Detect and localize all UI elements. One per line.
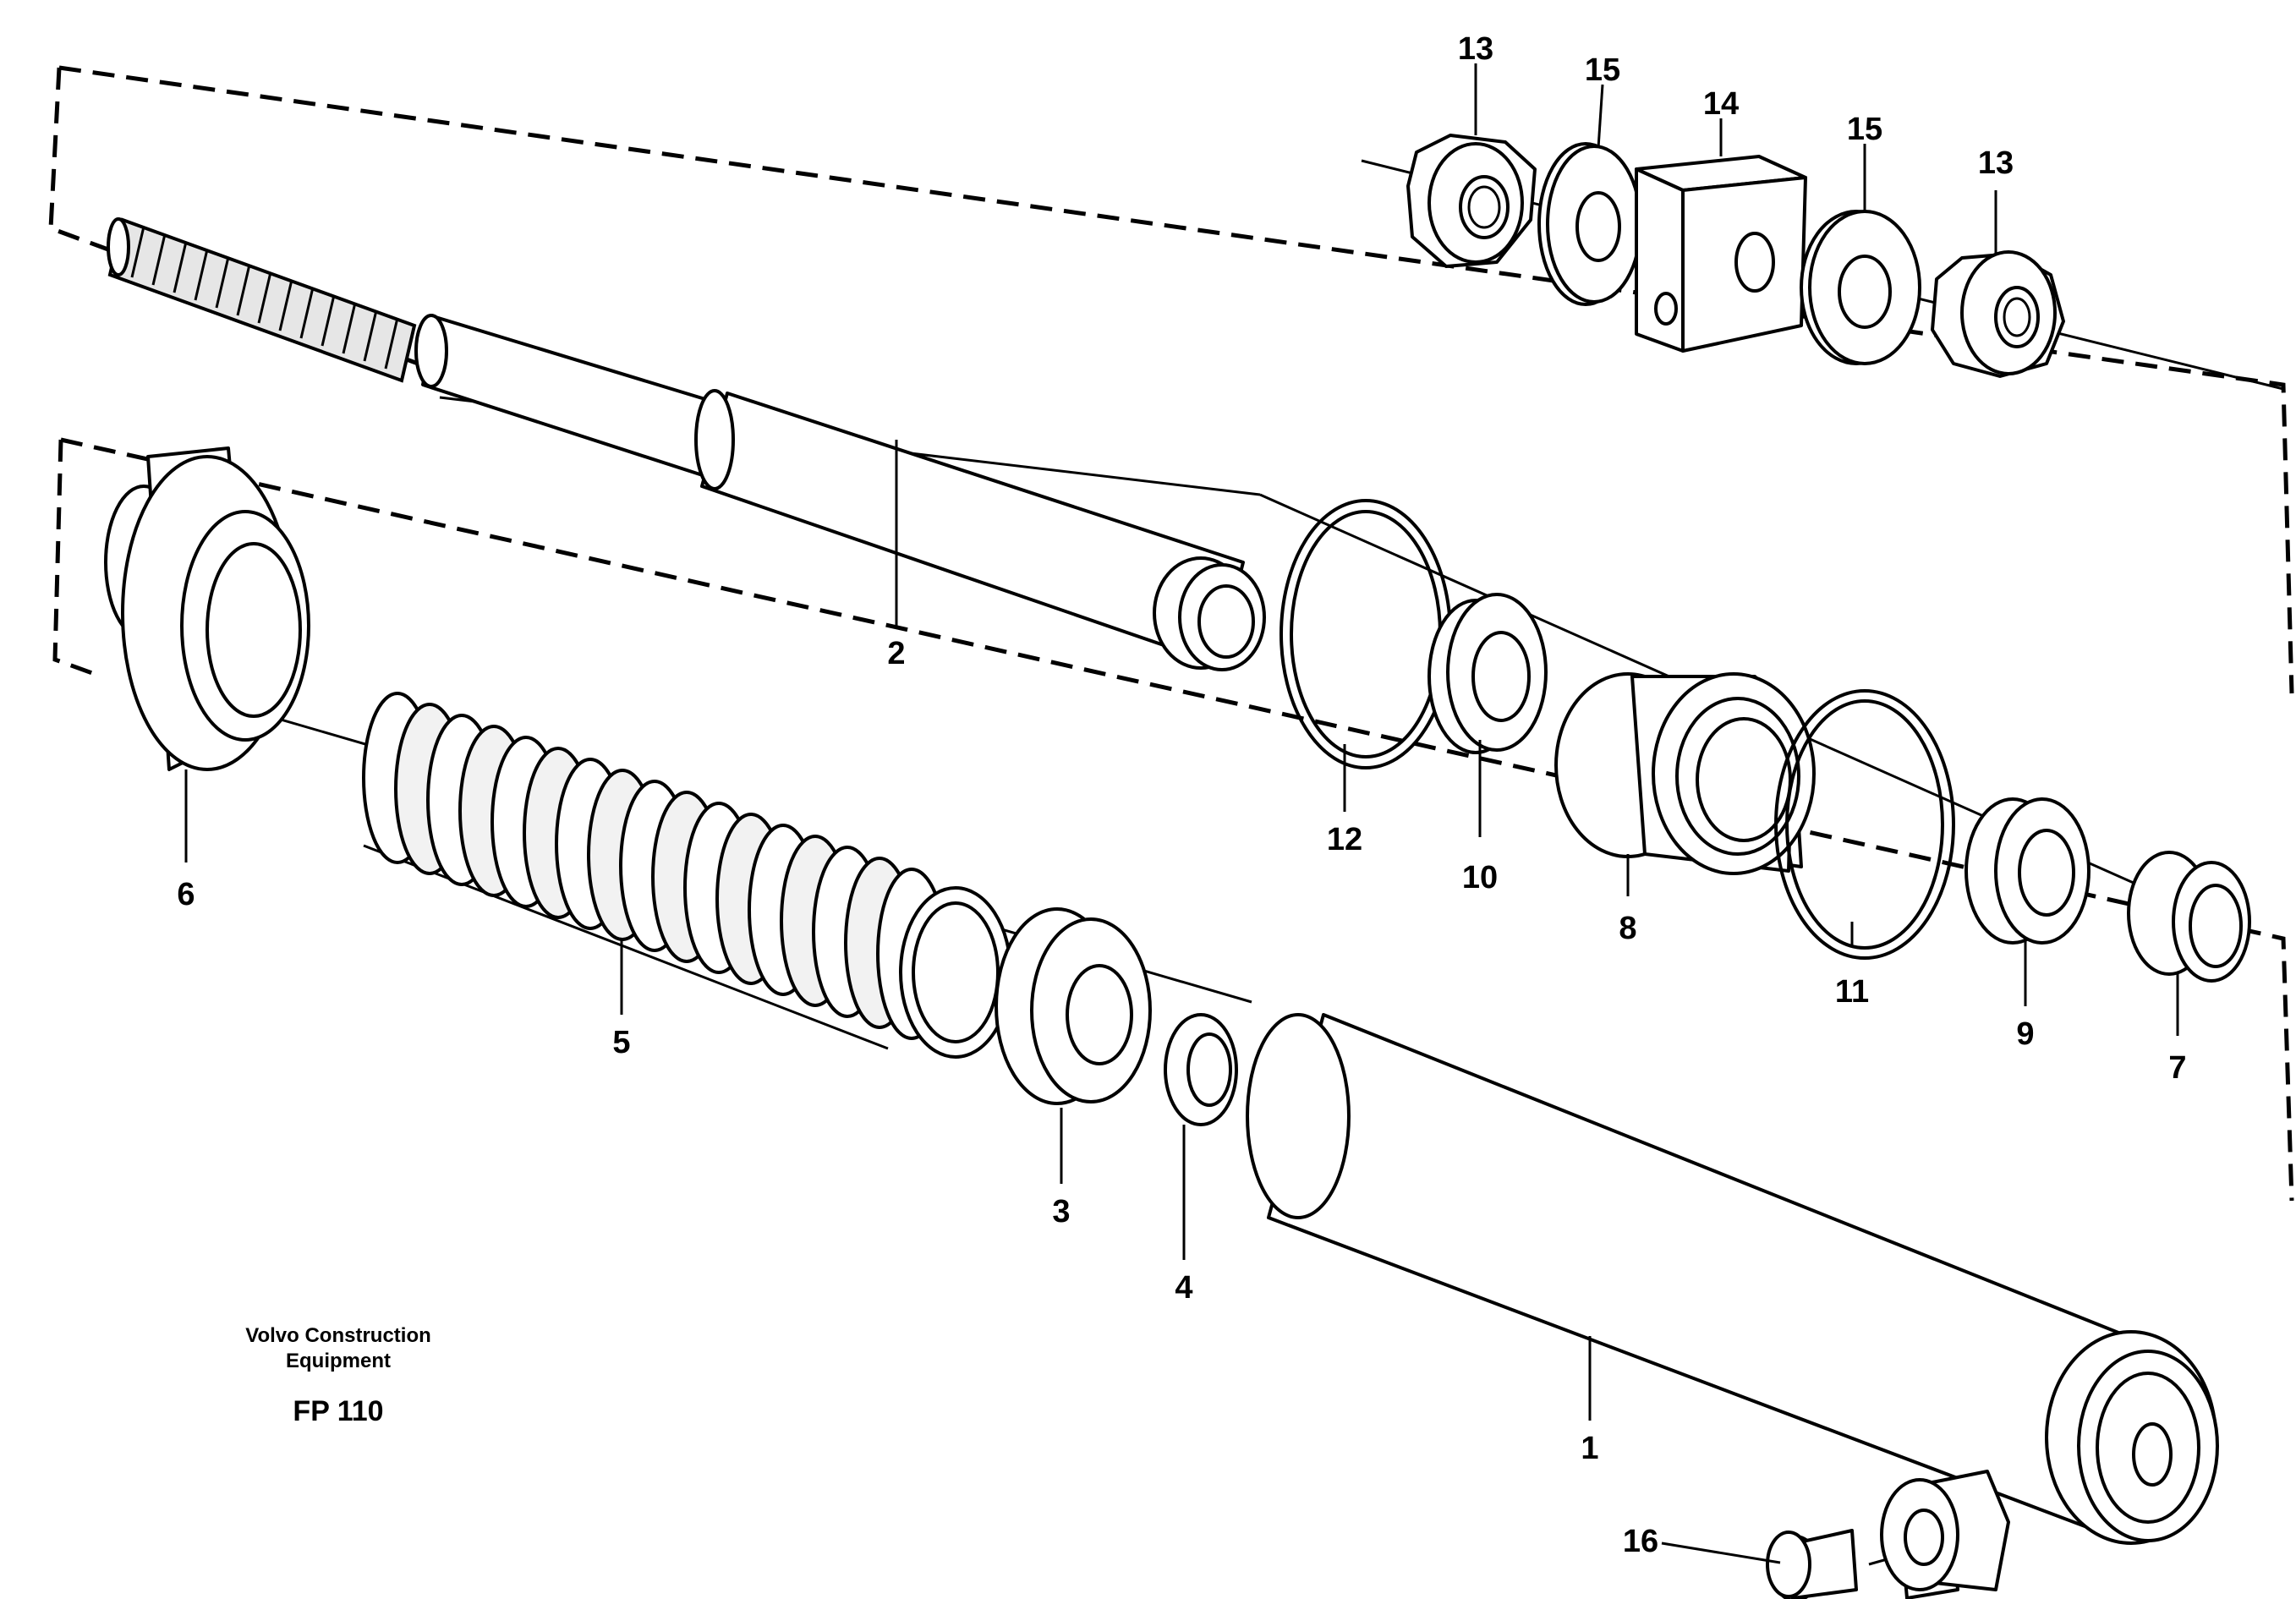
part-11-o-ring xyxy=(1774,689,1955,960)
callout-4: 4 xyxy=(1175,1270,1192,1306)
callout-11: 11 xyxy=(1835,974,1869,1010)
part-14-block xyxy=(1635,155,1807,353)
callout-14: 14 xyxy=(1703,86,1739,122)
callout-10: 10 xyxy=(1462,860,1498,895)
part-15-washer-right xyxy=(1800,210,1921,365)
part-15-washer-left xyxy=(1537,142,1642,306)
callout-labels: 13 15 14 15 13 2 12 10 8 11 9 7 6 5 3 4 … xyxy=(177,31,2186,1559)
callout-3: 3 xyxy=(1052,1194,1070,1229)
callout-5: 5 xyxy=(612,1025,630,1060)
callout-15-left: 15 xyxy=(1585,52,1620,88)
callout-2: 2 xyxy=(887,636,905,671)
lower-assembly-frame xyxy=(52,437,2294,1202)
part-6-end-cap xyxy=(104,446,310,771)
part-4-small-ring xyxy=(1164,1013,1238,1126)
callout-8: 8 xyxy=(1619,911,1636,946)
part-2-piston-rod xyxy=(107,217,1266,671)
callout-13-right: 13 xyxy=(1978,145,2014,181)
callout-7: 7 xyxy=(2168,1050,2186,1086)
caption-company-line2: Equipment xyxy=(286,1350,391,1372)
part-13-hex-nut-left xyxy=(1406,134,1537,268)
part-10-ring xyxy=(1427,593,1548,754)
caption-block: Volvo Construction Equipment FP 110 xyxy=(245,1324,431,1427)
part-13-hex-nut-right xyxy=(1931,250,2065,378)
part-5-spring xyxy=(362,692,1012,1059)
part-1-cylinder xyxy=(1246,1013,2219,1545)
callout-16: 16 xyxy=(1623,1524,1658,1559)
caption-company-line1: Volvo Construction xyxy=(245,1324,431,1347)
part-7-sleeve xyxy=(2127,851,2251,983)
callout-12: 12 xyxy=(1327,822,1362,857)
part-9-ring xyxy=(1964,797,2091,945)
callout-13-left: 13 xyxy=(1458,31,1493,67)
part-3-washer xyxy=(995,907,1152,1105)
leader-lines xyxy=(184,63,2179,1564)
part-8-guide-bushing xyxy=(1554,672,1816,875)
callout-15-right: 15 xyxy=(1847,112,1882,147)
callout-6: 6 xyxy=(177,877,195,912)
caption-figure-code: FP 110 xyxy=(293,1395,383,1427)
callout-9: 9 xyxy=(2016,1016,2034,1052)
callout-1: 1 xyxy=(1581,1431,1598,1466)
part-16-fittings xyxy=(1766,1470,2010,1599)
